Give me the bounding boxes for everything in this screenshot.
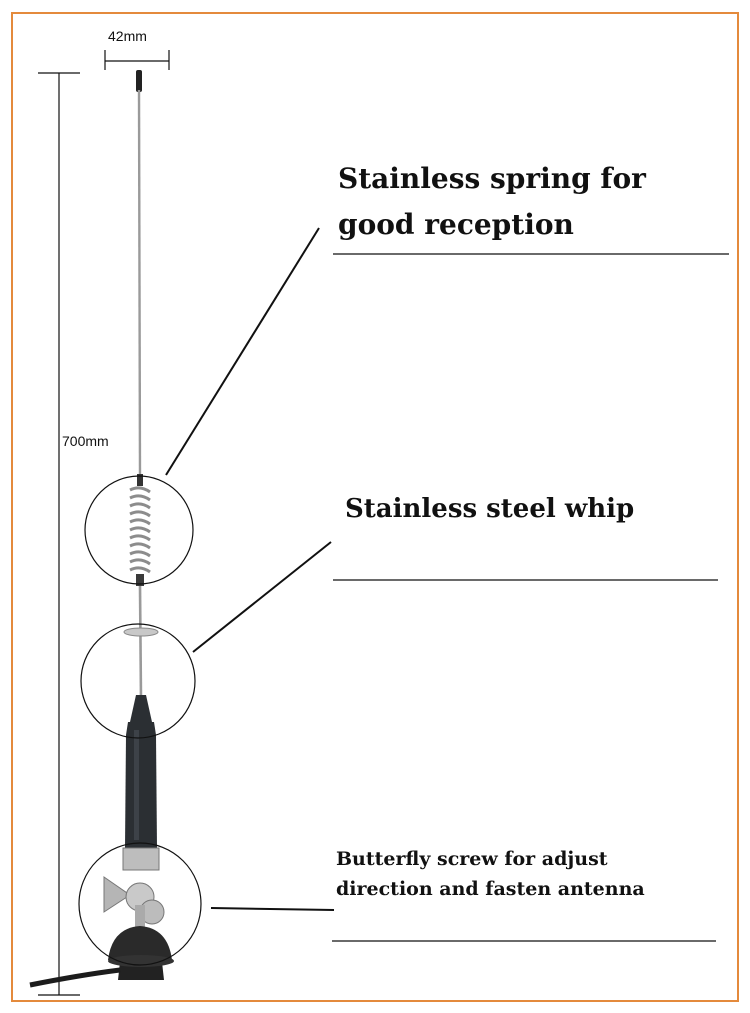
antenna-body (122, 695, 160, 871)
image-frame (11, 12, 739, 1002)
height-dimension-marker (38, 72, 80, 996)
antenna-whip (136, 70, 143, 486)
height-dimension-label: 700mm (62, 433, 109, 449)
screw-leader-line (210, 907, 335, 911)
spring-callout-line-1: Stainless spring for (338, 162, 646, 195)
width-dimension-label: 42mm (108, 28, 147, 44)
screw-callout: Butterfly screw for adjust direction and… (336, 844, 645, 904)
whip-callout-line-1: Stainless steel whip (345, 494, 635, 524)
spring-callout-line-2: good reception (338, 208, 574, 241)
screw-callout-line-2: direction and fasten antenna (336, 878, 645, 900)
screw-detail-circle (78, 842, 202, 966)
spring-callout: Stainless spring for good reception (338, 156, 646, 248)
lower-whip (123, 585, 159, 701)
mount-assembly (103, 876, 174, 980)
spring-leader-line (165, 227, 320, 476)
width-dimension-marker (104, 50, 170, 70)
antenna-spring (129, 486, 151, 586)
whip-detail-circle (80, 623, 196, 739)
whip-callout: Stainless steel whip (345, 489, 634, 529)
antenna-cable (29, 967, 121, 988)
spring-detail-circle (84, 475, 194, 585)
screw-callout-line-1: Butterfly screw for adjust (336, 848, 608, 870)
whip-leader-line (192, 541, 332, 653)
